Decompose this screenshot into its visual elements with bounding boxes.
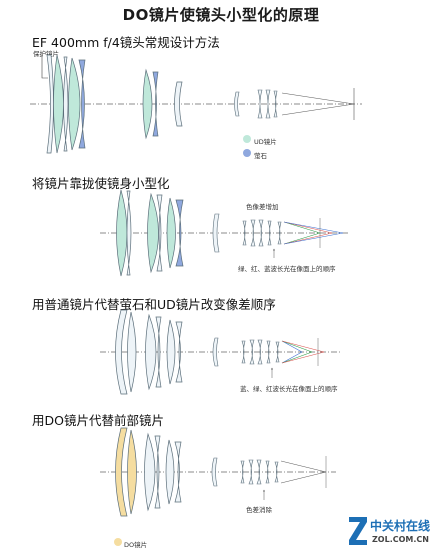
lens-2c <box>147 192 159 274</box>
section-4-diagram <box>100 427 336 546</box>
lens-1e <box>257 89 263 119</box>
section-2-title: 将镜片靠拢使镜身小型化 <box>32 176 170 191</box>
lens-fluorite-2 <box>152 71 159 137</box>
lens-2j <box>258 219 264 247</box>
lens-2k <box>267 220 272 246</box>
ray-2-red-top <box>283 221 333 234</box>
lens-do-2 <box>127 429 137 515</box>
lens-4e <box>165 439 175 505</box>
legend-ud-label: UD镜片 <box>254 138 277 146</box>
lens-3l <box>275 341 280 363</box>
lens-1g <box>273 90 278 118</box>
legend-fluorite-swatch <box>243 149 251 157</box>
lens-3j <box>257 339 263 365</box>
logo-url: ZOL.COM.CN <box>372 535 429 544</box>
lens-1b <box>63 56 69 152</box>
page-title: DO镜片使镜头小型化的原理 <box>122 6 320 24</box>
lens-fluorite-1 <box>78 59 86 149</box>
ray-3-red-top <box>281 340 325 353</box>
ray-3-green-top <box>281 340 313 353</box>
zol-z-icon <box>349 517 367 545</box>
lens-1c <box>174 81 183 127</box>
lens-4k <box>265 460 270 484</box>
lens-4g <box>211 457 218 487</box>
lens-2b <box>126 190 132 276</box>
zol-logo: 中关村在线 ZOL.COM.CN <box>348 514 440 548</box>
protect-lens-label: 保护镜片 <box>33 50 59 58</box>
lens-4f <box>174 441 182 503</box>
lens-3a <box>115 309 128 395</box>
ray-3-red-bottom <box>281 351 325 364</box>
ray-2-green-bottom <box>283 232 321 245</box>
section-4-title: 用DO镜片代替前部镜片 <box>32 413 164 428</box>
lens-1f <box>265 89 271 119</box>
lens-3b <box>127 311 137 393</box>
lens-2d <box>156 194 163 272</box>
lens-ud-2 <box>68 57 81 151</box>
lens-3g <box>212 337 219 367</box>
ray-2-red-bottom <box>283 232 333 245</box>
section-3-title: 用普通镜片代替萤石和UD镜片改变像差顺序 <box>32 297 276 312</box>
legend-do-label: DO镜片 <box>124 541 148 549</box>
section-4-note-bottom: 色差消除 <box>246 506 272 514</box>
section-2-diagram <box>100 189 350 277</box>
lens-2i <box>250 219 256 247</box>
lens-3c <box>145 313 157 391</box>
lens-3i <box>249 339 255 365</box>
ray-3-green-bottom <box>281 351 313 364</box>
section-1-diagram <box>30 54 362 157</box>
lens-3f <box>175 321 183 383</box>
ray-3-blue-bottom <box>281 351 303 364</box>
lens-ud-3 <box>142 68 153 140</box>
lens-2g <box>212 213 220 253</box>
ray-4-top <box>280 460 327 473</box>
lens-3h <box>241 340 246 364</box>
ray-4-bottom <box>280 471 327 484</box>
lens-4d <box>154 435 161 509</box>
ray-1-bottom <box>281 103 355 116</box>
lens-2h <box>242 220 247 246</box>
section-1-title: EF 400mm f/4镜头常规设计方法 <box>32 35 220 50</box>
lens-4h <box>240 460 245 484</box>
lens-4l <box>274 461 279 483</box>
ray-2-green-top <box>283 221 321 234</box>
legend-ud-swatch <box>243 135 251 143</box>
lens-3k <box>266 340 271 364</box>
lens-2a <box>116 189 128 277</box>
lens-ud-1 <box>53 54 64 154</box>
legend-do-swatch <box>114 538 122 546</box>
lens-4j <box>256 459 262 485</box>
lens-do-1 <box>115 427 128 517</box>
lens-4c <box>144 432 156 512</box>
protect-lens-pointer <box>41 55 48 79</box>
section-3-note-bottom: 蓝、绿、红波长光在像面上的顺序 <box>240 385 338 393</box>
section-3-diagram <box>100 309 340 395</box>
ray-3-blue-top <box>281 340 303 353</box>
lens-3d <box>155 316 162 388</box>
lens-2l <box>277 221 282 245</box>
section-2-note-top: 色像差增加 <box>246 203 279 211</box>
lens-protect <box>46 54 54 154</box>
section-2-note-bottom: 绿、红、蓝波长光在像面上的顺序 <box>238 265 336 273</box>
lens-1d <box>234 91 240 117</box>
ray-2-blue-bottom <box>283 232 344 245</box>
ray-1-top <box>281 92 355 105</box>
logo-name: 中关村在线 <box>370 519 431 533</box>
lens-2f <box>175 199 184 267</box>
ray-2-blue-top <box>283 221 344 234</box>
legend-fluorite-label: 萤石 <box>254 152 267 160</box>
lens-2e <box>166 197 176 269</box>
lens-3e <box>166 319 176 385</box>
lens-4i <box>248 459 254 485</box>
